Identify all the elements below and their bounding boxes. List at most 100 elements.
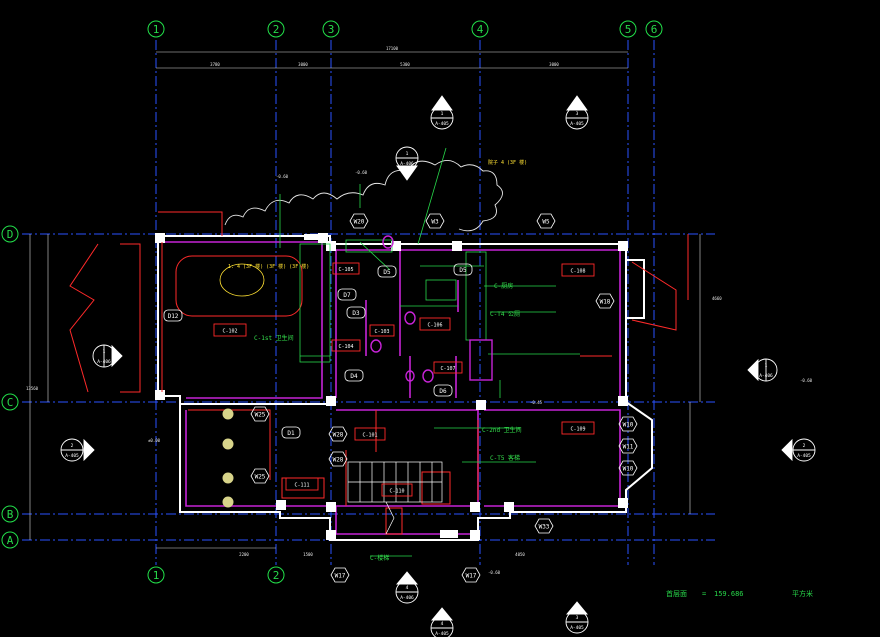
grid-label-6-top: 6 (651, 23, 658, 36)
bubble-3-top (322, 20, 340, 38)
door-tag-d5-a: D5 (383, 269, 391, 276)
section-num-right-1: 1 (765, 363, 768, 369)
section-marker-right-2 (781, 438, 816, 462)
window-tag-w10-a: W10 (623, 422, 634, 429)
grid-axes (22, 40, 715, 565)
section-ref-bottom-left: A-405 (435, 631, 449, 637)
grid-label-4-top: 4 (477, 23, 484, 36)
bubble-C (1, 393, 19, 411)
door-tag-d4: D4 (350, 373, 358, 380)
note-dining: C-T4 公厕 (490, 311, 520, 318)
red-linework (69, 211, 689, 535)
level-4: -0.45 (530, 400, 543, 405)
dim-seg-1: 3780 (210, 62, 220, 67)
dim-seg-3: 5300 (400, 62, 410, 67)
room-code-c110: C-110 (389, 489, 404, 495)
stair-treads (347, 461, 443, 535)
window-tags (250, 213, 638, 583)
area-equals: = (702, 590, 706, 598)
window-tag-w17-b: W17 (466, 573, 477, 580)
door-tag-d7: D7 (343, 292, 351, 299)
window-tag-w28-b: W28 (333, 457, 344, 464)
grid-bubbles (1, 20, 663, 584)
dim-bottom-2: 1500 (303, 552, 313, 557)
level-2: -0.60 (355, 170, 368, 175)
window-tag-w18: W18 (600, 299, 611, 306)
section-marker-right-1 (747, 358, 778, 382)
exterior-walls (157, 235, 653, 541)
bubble-B (1, 505, 19, 523)
bubble-4-top (471, 20, 489, 38)
section-marker-bottom-left (430, 607, 454, 637)
section-num-bottom-left: 4 (441, 621, 444, 627)
grid-label-C: C (7, 396, 14, 409)
section-num-left-1: 1 (103, 349, 106, 355)
plumbing-fixtures (370, 235, 493, 383)
bubble-1-bottom (147, 566, 165, 584)
room-code-c107: C-107 (440, 366, 455, 372)
window-tag-w25-a: W25 (255, 412, 266, 419)
dim-bottom-1: 2200 (239, 552, 249, 557)
section-num-right-2: 2 (803, 443, 806, 449)
section-ref-top-3: A-405 (570, 121, 584, 127)
grid-label-A: A (7, 534, 14, 547)
note-corridor: C-楼梯 (370, 554, 389, 562)
door-tag-d3: D3 (352, 310, 360, 317)
note-toilet1: C-1st 卫生间 (254, 334, 294, 342)
dim-overall: 17100 (386, 46, 399, 51)
level-6: -0.60 (800, 378, 813, 383)
window-tag-w5: W5 (542, 219, 550, 226)
level-1: -0.60 (276, 174, 289, 179)
dim-bottom-3: 4050 (515, 552, 525, 557)
section-ref-top-1: A-405 (435, 121, 449, 127)
structural-columns (155, 233, 628, 540)
room-code-boxes (213, 262, 595, 497)
room-code-c103: C-103 (374, 329, 389, 335)
bubble-D (1, 225, 19, 243)
window-tag-w28-a: W28 (333, 432, 344, 439)
window-tag-w3: W3 (431, 219, 439, 226)
dim-left-vertical: 13560 (26, 386, 39, 391)
dimension-lines (29, 51, 701, 549)
section-ref-bottom-3: A-405 (570, 625, 584, 631)
section-marker-top-2 (395, 146, 419, 181)
grid-label-3-top: 3 (328, 23, 335, 36)
bubble-6-top (645, 20, 663, 38)
dim-seg-2: 3000 (298, 62, 308, 67)
grid-label-2-bottom: 2 (273, 569, 280, 582)
section-num-bottom-4: 4 (406, 585, 409, 591)
room-code-c101: C-101 (362, 433, 377, 439)
door-tag-d6: D6 (439, 388, 447, 395)
dim-right-vertical: 4660 (712, 296, 722, 301)
section-num-left-2: 2 (71, 443, 74, 449)
section-markers (60, 95, 816, 637)
section-num-top-1: 1 (441, 111, 444, 117)
grid-label-5-top: 5 (625, 23, 632, 36)
area-value: 159.686 (714, 590, 744, 598)
revision-cloud (224, 160, 503, 232)
window-tag-w25-b: W25 (255, 474, 266, 481)
section-ref-left-1: A-406 (97, 359, 111, 365)
window-tag-w20: W20 (354, 219, 365, 226)
section-ref-right-1: A-406 (759, 373, 773, 379)
grid-label-B: B (7, 508, 14, 521)
door-tag-d12: D12 (168, 313, 179, 320)
section-num-bottom-3: 3 (576, 615, 579, 621)
grid-label-1-top: 1 (153, 23, 160, 36)
note-yard: 院子 4 (3F 楼) (488, 159, 527, 166)
level-3: ±0.00 (148, 438, 161, 443)
section-marker-top-1 (430, 95, 454, 130)
section-ref-right-2: A-405 (797, 453, 811, 459)
room-code-c108: C-108 (570, 269, 585, 275)
room-code-c104: C-104 (338, 344, 353, 350)
area-label: 首层面 (666, 589, 687, 598)
level-5: -0.60 (488, 570, 501, 575)
section-num-top-2: 1 (406, 151, 409, 157)
door-tag-d1: D1 (287, 430, 295, 437)
interior-walls (164, 241, 621, 535)
note-toilet2: C-2nd 卫生间 (482, 426, 522, 434)
section-ref-top-2: A-406 (400, 161, 414, 167)
note-stair: C-T5 客梯 (490, 454, 520, 462)
room-code-c106: C-106 (427, 323, 442, 329)
